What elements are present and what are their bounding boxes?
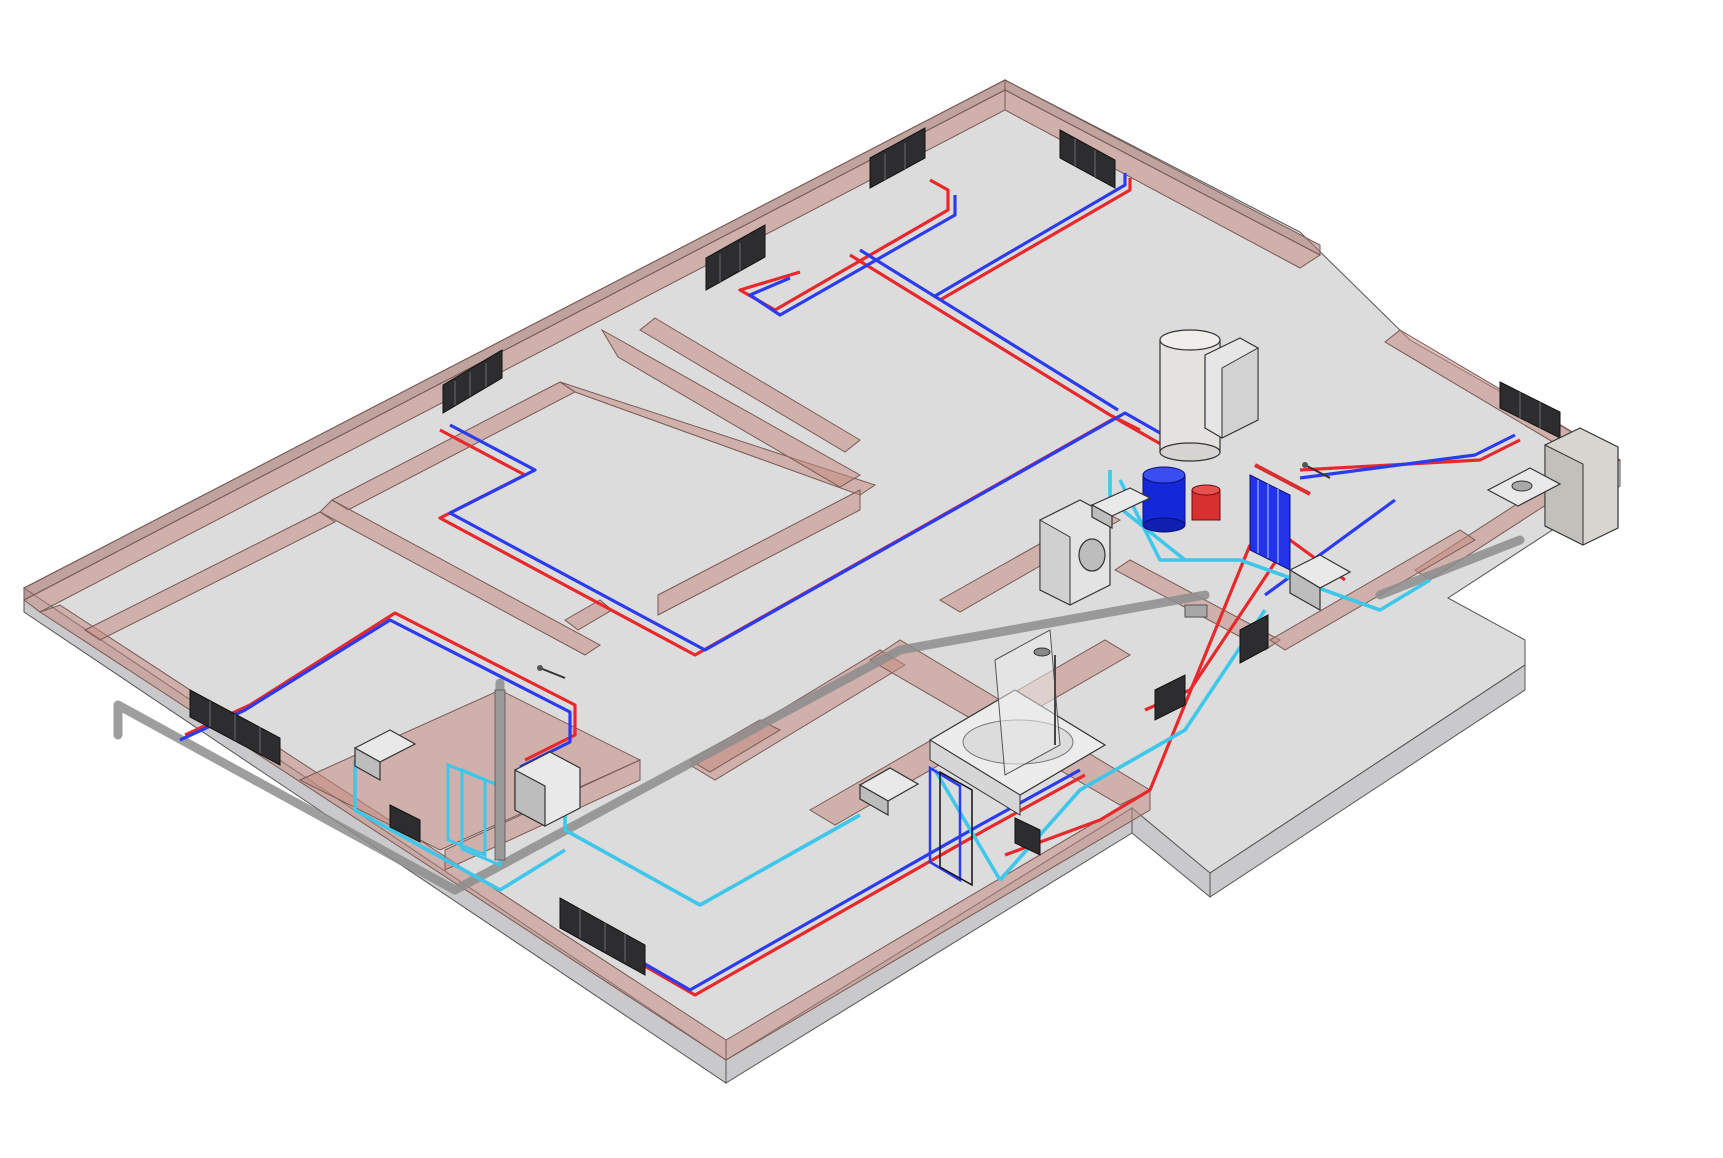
radiator-icon [1014, 817, 1041, 856]
radiators [189, 127, 1561, 976]
sink-icon [353, 729, 417, 782]
radiator-icon [869, 127, 926, 189]
radiator-icon [389, 804, 421, 843]
radiator-icon [1239, 614, 1269, 664]
expansion-tank-icon [1191, 484, 1221, 521]
toilet-frame-icon [446, 762, 502, 868]
boiler-panel-icon [1204, 337, 1259, 439]
valve-icon [1302, 462, 1331, 479]
shower-icon [1288, 554, 1352, 612]
expansion-tank-icon [1142, 466, 1186, 533]
sink-icon [858, 767, 920, 817]
valve-icon [537, 665, 566, 679]
radiator-icon [442, 349, 503, 414]
cabinet-icon [1544, 427, 1619, 546]
radiator-icon [189, 689, 281, 766]
bathtub-icon [928, 629, 1107, 816]
toilet-icon [514, 751, 581, 827]
drain-fitting-icon [1184, 604, 1208, 618]
radiator-icon [1059, 129, 1116, 189]
radiator-icon [705, 224, 766, 291]
toilet-frame-icon [928, 765, 973, 887]
shower-icon [1033, 647, 1056, 745]
radiator-icon [559, 897, 646, 976]
radiator-icon [1154, 674, 1186, 721]
washing-machine-icon [1039, 499, 1111, 606]
sink-icon [1090, 487, 1152, 530]
sink-icon [1486, 467, 1562, 507]
drain-stack-icon [494, 689, 506, 861]
